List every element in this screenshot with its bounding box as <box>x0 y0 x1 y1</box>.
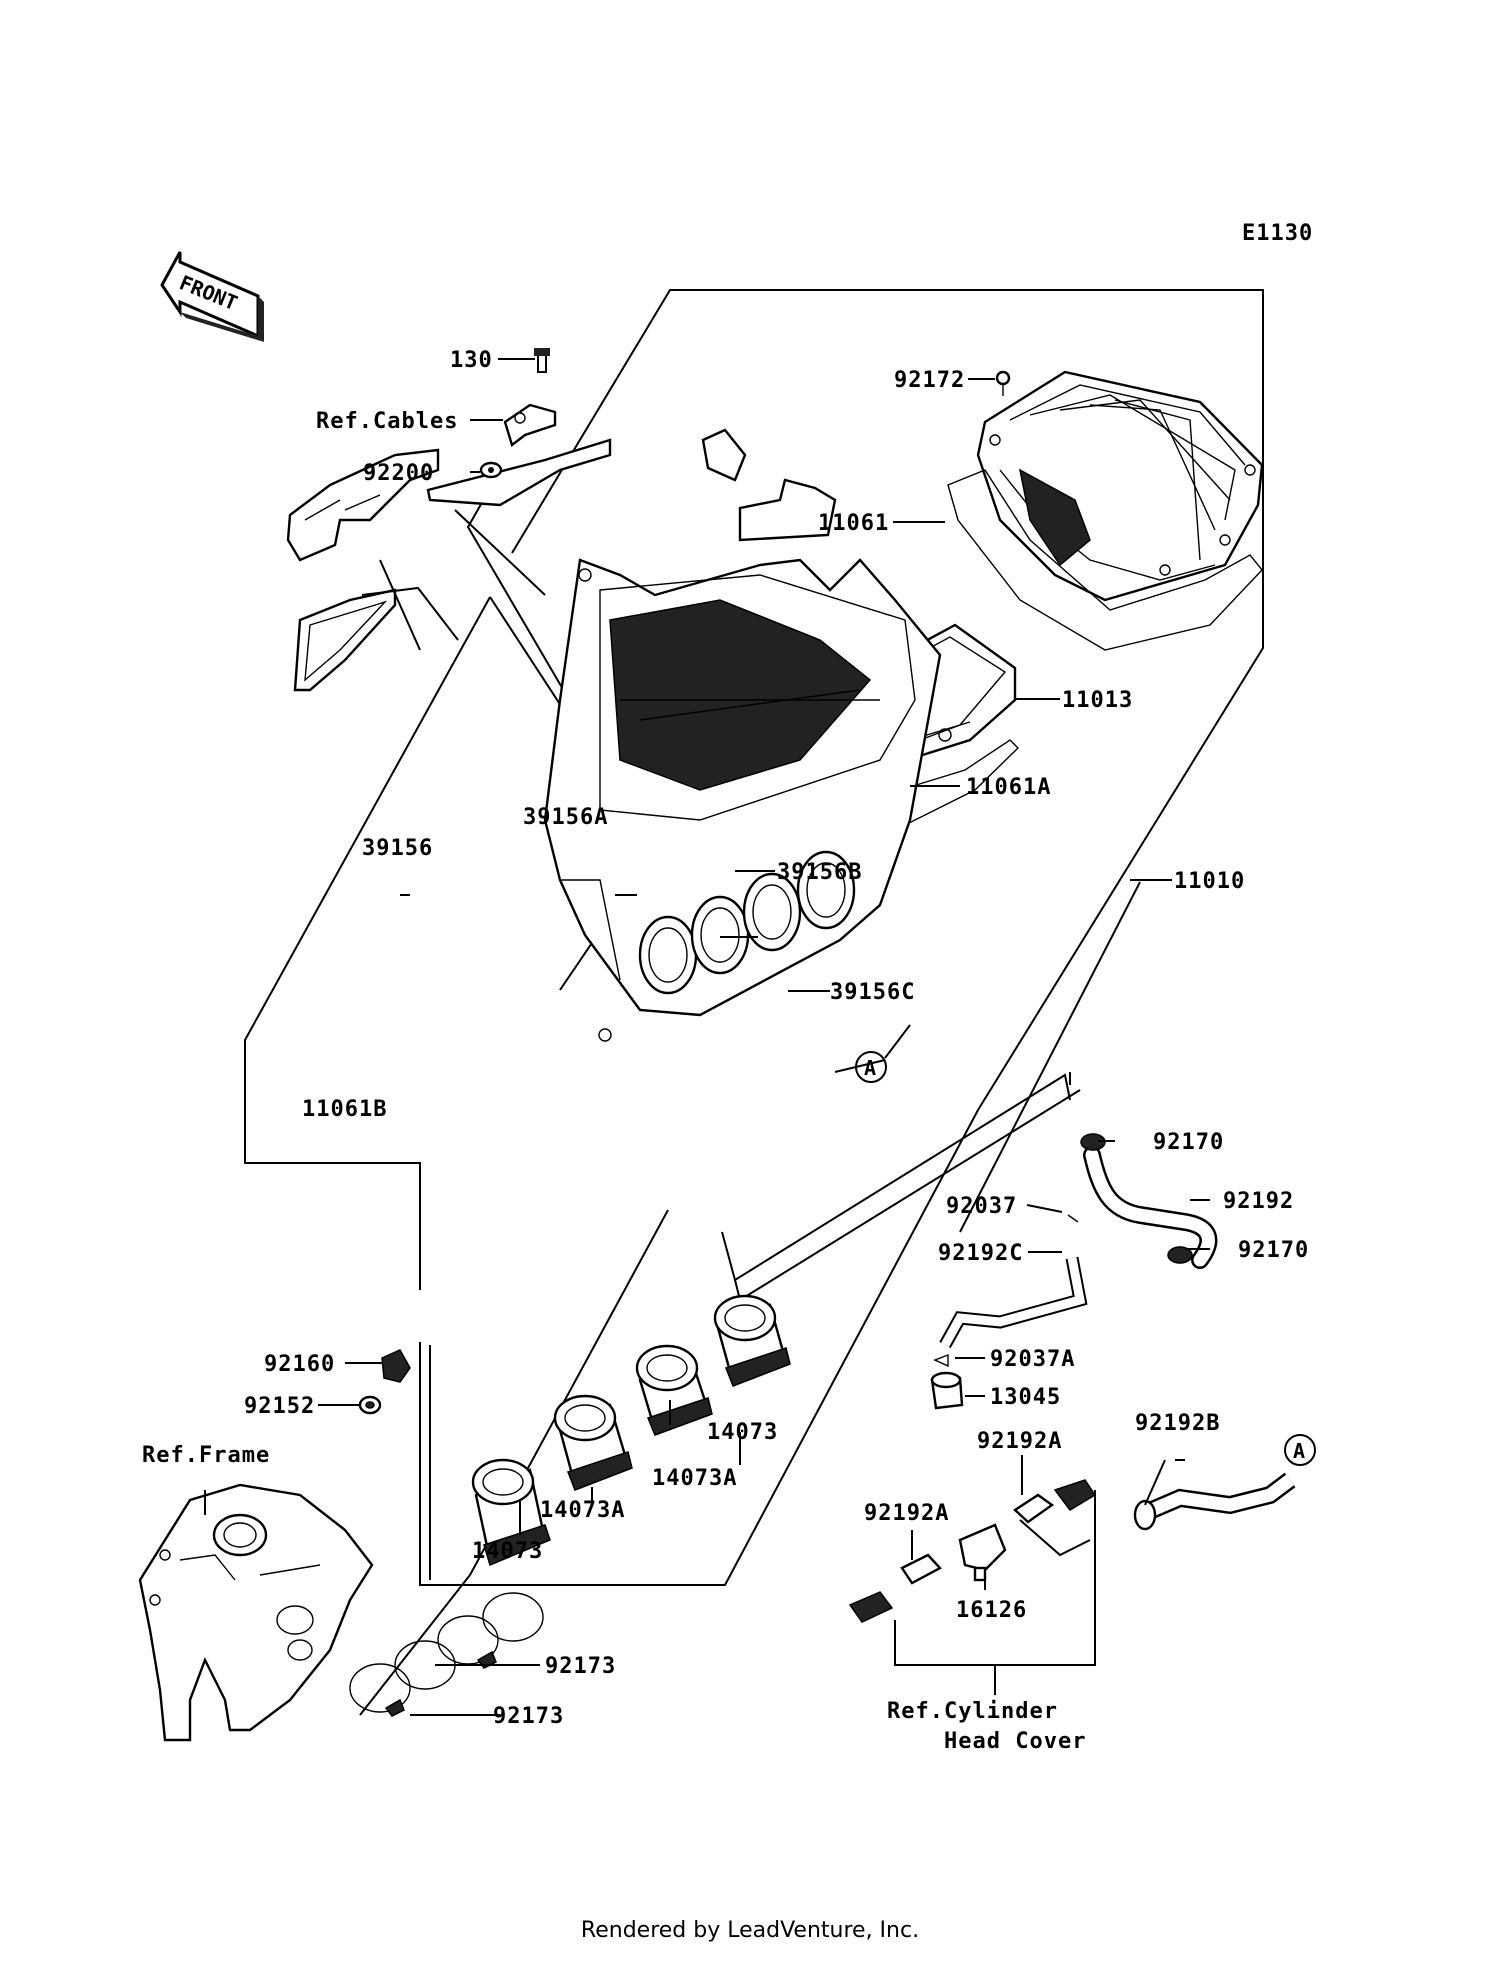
duct-14073A-left <box>553 1394 633 1491</box>
hose-92192 <box>1083 1146 1218 1269</box>
label-13045: 13045 <box>990 1385 1061 1410</box>
label-11061B: 11061B <box>302 1097 387 1122</box>
gasket-11061B <box>293 588 397 692</box>
bolt-130 <box>534 348 550 373</box>
cap-13045 <box>930 1371 964 1410</box>
label-14073-front: 14073 <box>472 1539 543 1564</box>
label-head-cover: Head Cover <box>944 1729 1086 1754</box>
label-39156: 39156 <box>362 836 433 861</box>
label-ref-cylinder: Ref.Cylinder <box>887 1699 1058 1724</box>
hose-92192B <box>1133 1472 1296 1531</box>
label-11013: 11013 <box>1062 688 1133 713</box>
label-39156B: 39156B <box>777 860 862 885</box>
clamp-92170-lower <box>1167 1246 1193 1264</box>
label-92170-lower: 92170 <box>1238 1238 1309 1263</box>
label-92192: 92192 <box>1223 1189 1294 1214</box>
leader-line <box>361 586 459 641</box>
callout-marker-a: A <box>834 1024 911 1083</box>
label-92160: 92160 <box>264 1352 335 1377</box>
label-11061: 11061 <box>818 511 889 536</box>
label-92172: 92172 <box>894 368 965 393</box>
air-box-housing <box>543 558 942 1042</box>
label-ref-frame: Ref.Frame <box>142 1443 270 1468</box>
duct-14073-rear <box>713 1294 791 1387</box>
label-92192C: 92192C <box>938 1241 1023 1266</box>
label-11061A: 11061A <box>966 775 1051 800</box>
rubber-cap-lower <box>848 1591 894 1623</box>
callout-marker-a-2: A <box>1284 1434 1316 1466</box>
label-92152: 92152 <box>244 1394 315 1419</box>
valve-16126 <box>958 1523 1007 1582</box>
air-cleaner-cover <box>976 370 1264 602</box>
heat-insulator-39156 <box>286 448 440 562</box>
label-92192A-lower: 92192A <box>864 1501 949 1526</box>
label-14073A-left: 14073A <box>540 1498 625 1523</box>
rubber-cap-upper <box>1053 1479 1097 1511</box>
leader-line <box>379 559 421 651</box>
heat-insulator-39156C <box>738 478 837 542</box>
label-130: 130 <box>450 348 493 373</box>
front-arrow-icon: FRONT <box>160 251 264 342</box>
label-92170-upper: 92170 <box>1153 1130 1224 1155</box>
duct-14073-front <box>471 1458 551 1567</box>
label-92192A-upper: 92192A <box>977 1429 1062 1454</box>
svg-text:A: A <box>864 1056 876 1080</box>
label-39156A: 39156A <box>523 805 608 830</box>
nut-92200 <box>479 461 503 479</box>
gasket-11061 <box>947 469 1263 651</box>
diagram-code: E1130 <box>1242 221 1313 246</box>
hose-92192C <box>939 1256 1088 1349</box>
label-92192B: 92192B <box>1135 1411 1220 1436</box>
clamp-92173-a <box>349 1640 456 1717</box>
duct-14073A-right <box>635 1344 713 1436</box>
hose-92192A-upper <box>1013 1493 1055 1524</box>
clamp-92037 <box>1067 1214 1079 1223</box>
hose-92192A-lower <box>900 1553 942 1585</box>
label-92200: 92200 <box>363 461 434 486</box>
grommet-92160 <box>381 1349 411 1383</box>
label-ref-cables: Ref.Cables <box>316 409 458 434</box>
label-leader-lines <box>204 358 1210 1716</box>
label-92037A: 92037A <box>990 1347 1075 1372</box>
label-92037: 92037 <box>946 1194 1017 1219</box>
leader-line <box>454 509 546 596</box>
heat-insulator-39156A <box>426 438 612 507</box>
svg-text:A: A <box>1293 1439 1305 1463</box>
label-92173-lower: 92173 <box>493 1704 564 1729</box>
label-16126: 16126 <box>956 1598 1027 1623</box>
label-39156C: 39156C <box>830 980 915 1005</box>
frame-reference <box>138 1483 374 1742</box>
label-14073-rear: 14073 <box>707 1420 778 1445</box>
clamp-92037A <box>933 1353 949 1368</box>
label-14073A-right: 14073A <box>652 1466 737 1491</box>
screw-92172 <box>995 370 1011 396</box>
footer-credit: Rendered by LeadVenture, Inc. <box>580 1918 920 1943</box>
collar-92152 <box>358 1395 382 1415</box>
label-92173-upper: 92173 <box>545 1654 616 1679</box>
heat-insulator-39156B <box>701 428 747 482</box>
label-11010: 11010 <box>1174 869 1245 894</box>
cable-bracket <box>503 403 557 448</box>
